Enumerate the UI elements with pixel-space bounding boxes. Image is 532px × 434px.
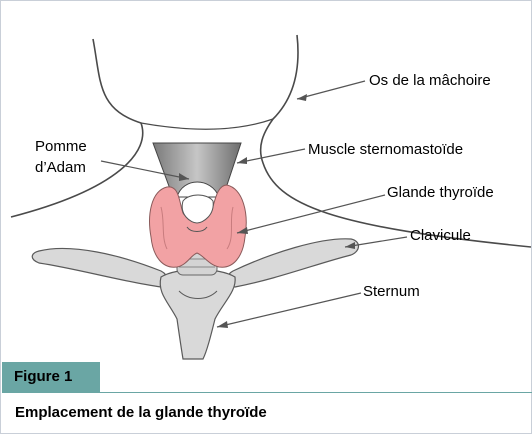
- figure-tab: Figure 1: [2, 362, 100, 392]
- pointer-muscle: [236, 148, 306, 164]
- pointer-os: [296, 80, 366, 100]
- pointer-sternum: [216, 292, 362, 328]
- caption-divider: [2, 392, 532, 393]
- label-pomme-dadam: Pomme d’Adam: [35, 136, 87, 178]
- sternum-bone: [159, 268, 236, 360]
- neck-outline-right: [259, 34, 531, 248]
- figure-caption: Emplacement de la glande thyroïde: [15, 404, 267, 421]
- label-pomme-line1: Pomme: [35, 138, 87, 155]
- label-os-machoire: Os de la mâchoire: [369, 72, 491, 89]
- neck-illustration: [10, 34, 531, 360]
- pointer-glande: [236, 194, 386, 234]
- label-glande-thyroide: Glande thyroïde: [387, 184, 494, 201]
- jaw-line: [140, 118, 274, 130]
- pointer-pomme: [100, 160, 190, 180]
- clavicle-right: [226, 238, 360, 288]
- pointer-clavicule: [344, 236, 408, 248]
- label-muscle: Muscle sternomastoïde: [308, 141, 464, 158]
- label-pomme-line2: d’Adam: [35, 159, 86, 176]
- neck-outline-left: [10, 38, 144, 218]
- clavicle-left: [31, 247, 169, 288]
- label-clavicule: Clavicule: [410, 227, 471, 244]
- label-sternum: Sternum: [363, 283, 420, 300]
